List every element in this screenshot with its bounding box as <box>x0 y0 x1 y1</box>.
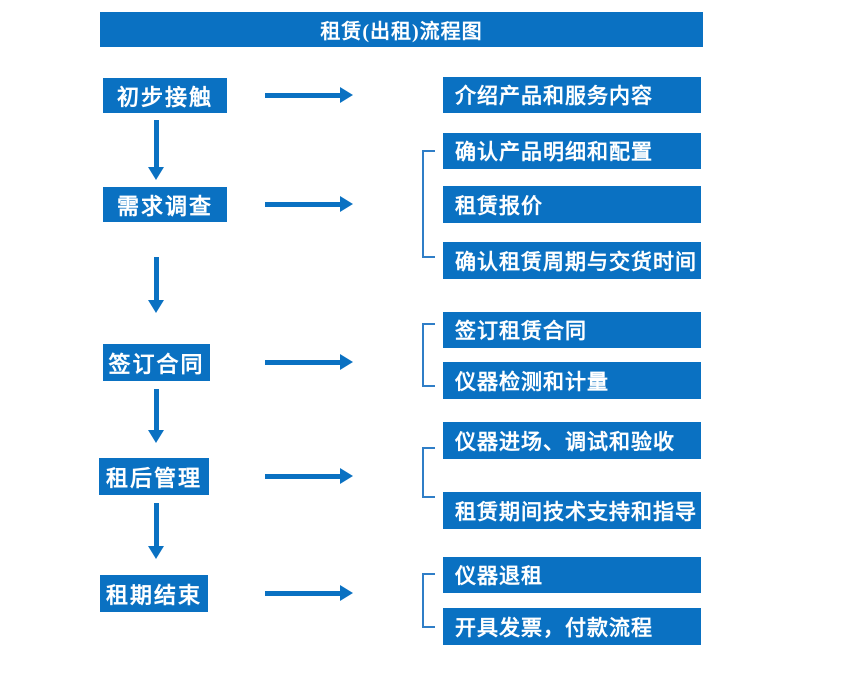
detail-label: 租赁报价 <box>455 193 543 218</box>
detail-label: 仪器退租 <box>455 564 543 588</box>
detail-rental-quote: 租赁报价 <box>443 186 701 223</box>
detail-sign-rental-contract: 签订租赁合同 <box>443 312 701 348</box>
step-label: 租后管理 <box>105 465 202 491</box>
detail-introduce-products: 介绍产品和服务内容 <box>443 77 701 113</box>
detail-label: 租赁期间技术支持和指导 <box>455 499 697 524</box>
step-label: 租期结束 <box>105 582 202 608</box>
group-bracket-rental-end <box>422 573 435 628</box>
detail-instrument-setup-acceptance: 仪器进场、调试和验收 <box>443 422 701 459</box>
step-post-rental-management: 租后管理 <box>99 458 209 495</box>
step-rental-end: 租期结束 <box>100 575 208 612</box>
detail-instrument-inspection: 仪器检测和计量 <box>443 362 701 399</box>
step-label: 初步接触 <box>116 84 213 110</box>
step-demand-survey: 需求调查 <box>103 187 227 222</box>
detail-confirm-product-details: 确认产品明细和配置 <box>443 133 701 169</box>
detail-confirm-rental-period: 确认租赁周期与交货时间 <box>443 242 701 279</box>
group-bracket-post-rental <box>422 447 435 498</box>
step-initial-contact: 初步接触 <box>103 78 227 113</box>
detail-label: 仪器进场、调试和验收 <box>455 429 675 454</box>
down-arrow-icon-2 <box>148 257 164 313</box>
step-label: 签订合同 <box>108 351 205 377</box>
detail-invoice-payment: 开具发票，付款流程 <box>443 608 701 645</box>
down-arrow-icon-3 <box>148 389 164 443</box>
detail-label: 确认产品明细和配置 <box>455 140 653 164</box>
down-arrow-icon-4 <box>148 503 164 559</box>
detail-technical-support: 租赁期间技术支持和指导 <box>443 492 701 529</box>
detail-label: 仪器检测和计量 <box>455 369 609 394</box>
right-arrow-icon-5 <box>265 585 353 601</box>
group-bracket-sign-contract <box>422 323 435 387</box>
step-sign-contract: 签订合同 <box>103 344 210 381</box>
right-arrow-icon-2 <box>265 196 353 212</box>
detail-label: 确认租赁周期与交货时间 <box>455 249 697 274</box>
right-arrow-icon-3 <box>265 354 353 370</box>
detail-label: 介绍产品和服务内容 <box>455 84 653 108</box>
down-arrow-icon-1 <box>148 120 164 180</box>
step-label: 需求调查 <box>116 193 213 219</box>
flowchart-title-text: 租赁(出租)流程图 <box>320 21 483 43</box>
right-arrow-icon-4 <box>265 468 353 484</box>
detail-label: 开具发票，付款流程 <box>455 615 653 640</box>
group-bracket-demand-survey <box>422 150 435 258</box>
right-arrow-icon-1 <box>265 87 353 103</box>
flowchart-title: 租赁(出租)流程图 <box>100 12 703 47</box>
detail-instrument-return: 仪器退租 <box>443 557 701 593</box>
detail-label: 签订租赁合同 <box>455 319 587 343</box>
